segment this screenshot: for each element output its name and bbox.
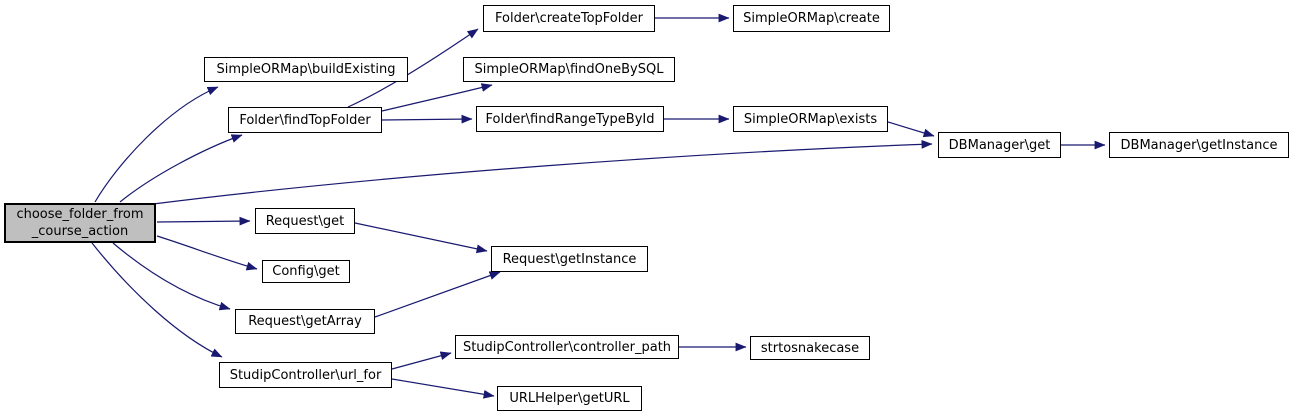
node-label: Request\getArray: [248, 314, 362, 329]
edge-request-get-to-request-getinstance: [354, 222, 488, 254]
graph-node-folder-findtopfolder[interactable]: Folder\findTopFolder: [228, 107, 382, 133]
node-label: Folder\findTopFolder: [239, 112, 371, 128]
node-label: Config\get: [272, 264, 340, 279]
graph-node-request-get[interactable]: Request\get: [255, 208, 355, 234]
node-label: SimpleORMap\exists: [743, 111, 878, 127]
node-label: SimpleORMap\create: [743, 11, 880, 26]
edge-request-getarray-to-request-getinstance: [374, 271, 501, 318]
edge-folder-findtopfolder-to-folder-findrangetypebyid: [381, 114, 473, 124]
edge-choose-folder-from-course-action-to-request-getarray: [112, 242, 231, 311]
node-label: Request\get: [265, 213, 345, 229]
node-label: _course_action: [31, 224, 129, 239]
graph-node-studipcontroller-controller-path[interactable]: StudipController\controller_path: [455, 335, 679, 359]
node-label: StudipController\controller_path: [462, 339, 672, 355]
node-label: choose_folder_from: [16, 207, 144, 222]
graph-node-urlhelper-geturl[interactable]: URLHelper\getURL: [497, 386, 642, 411]
node-label: Folder\findRangeTypeById: [485, 111, 655, 127]
graph-node-dbmanager-getinstance[interactable]: DBManager\getInstance: [1109, 132, 1289, 158]
node-label: StudipController\url_for: [229, 367, 382, 383]
graph-node-dbmanager-get[interactable]: DBManager\get: [938, 132, 1061, 158]
node-label: SimpleORMap\findOneBySQL: [474, 62, 664, 77]
graph-node-choose-folder-from-course-action: choose_folder_from _course_action: [4, 203, 156, 243]
node-label: Request\getInstance: [502, 251, 637, 267]
edge-choose-folder-from-course-action-to-dbmanager-get: [152, 139, 933, 205]
edge-studipcontroller-url-for-to-urlhelper-geturl: [391, 378, 495, 399]
graph-node-folder-findrangetypebyid[interactable]: Folder\findRangeTypeById: [476, 106, 664, 132]
edge-folder-findtopfolder-to-simpleormap-findonebysql: [381, 83, 493, 112]
node-label: DBManager\get: [948, 137, 1051, 153]
graph-node-request-getarray[interactable]: Request\getArray: [235, 309, 375, 334]
edge-studipcontroller-url-for-to-studipcontroller-controller-path: [391, 351, 452, 370]
graph-node-request-getinstance[interactable]: Request\getInstance: [491, 246, 648, 272]
graph-node-folder-createtopfolder[interactable]: Folder\createTopFolder: [483, 5, 655, 32]
edge-folder-findtopfolder-to-folder-createtopfolder: [347, 28, 479, 108]
graph-node-strtosnakecase[interactable]: strtosnakecase: [750, 336, 870, 360]
graph-node-simpleormap-create[interactable]: SimpleORMap\create: [733, 5, 890, 32]
node-label: SimpleORMap\buildExisting: [216, 62, 396, 77]
graph-node-simpleormap-findonebysql[interactable]: SimpleORMap\findOneBySQL: [463, 57, 675, 82]
node-label: strtosnakecase: [760, 340, 860, 356]
graph-node-simpleormap-exists[interactable]: SimpleORMap\exists: [733, 106, 888, 132]
edge-simpleormap-exists-to-dbmanager-get: [887, 121, 935, 138]
node-label: URLHelper\getURL: [509, 391, 630, 406]
edge-choose-folder-from-course-action-to-folder-findtopfolder: [119, 134, 243, 203]
node-label: Folder\createTopFolder: [495, 11, 643, 26]
node-label: DBManager\getInstance: [1120, 137, 1278, 153]
graph-node-config-get[interactable]: Config\get: [262, 260, 350, 283]
graph-node-studipcontroller-url-for[interactable]: StudipController\url_for: [219, 362, 392, 388]
edge-choose-folder-from-course-action-to-config-get: [156, 235, 258, 271]
edge-choose-folder-from-course-action-to-studipcontroller-url-for: [91, 242, 223, 358]
graph-node-simpleormap-buildexisting[interactable]: SimpleORMap\buildExisting: [204, 57, 408, 82]
edge-choose-folder-from-course-action-to-request-get: [156, 216, 251, 226]
edge-choose-folder-from-course-action-to-simpleormap-buildexisting: [94, 86, 219, 203]
